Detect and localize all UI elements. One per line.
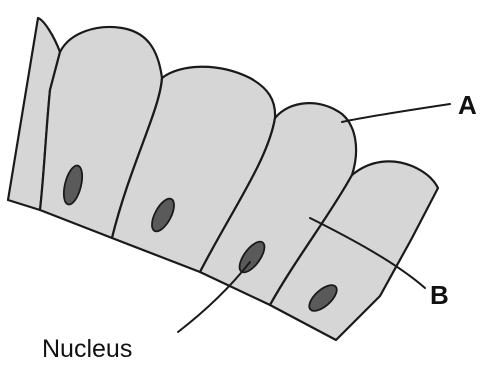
label-nucleus: Nucleus bbox=[42, 335, 132, 363]
label-a: A bbox=[458, 90, 477, 120]
leader-line-a bbox=[342, 104, 450, 122]
label-b: B bbox=[430, 280, 449, 310]
